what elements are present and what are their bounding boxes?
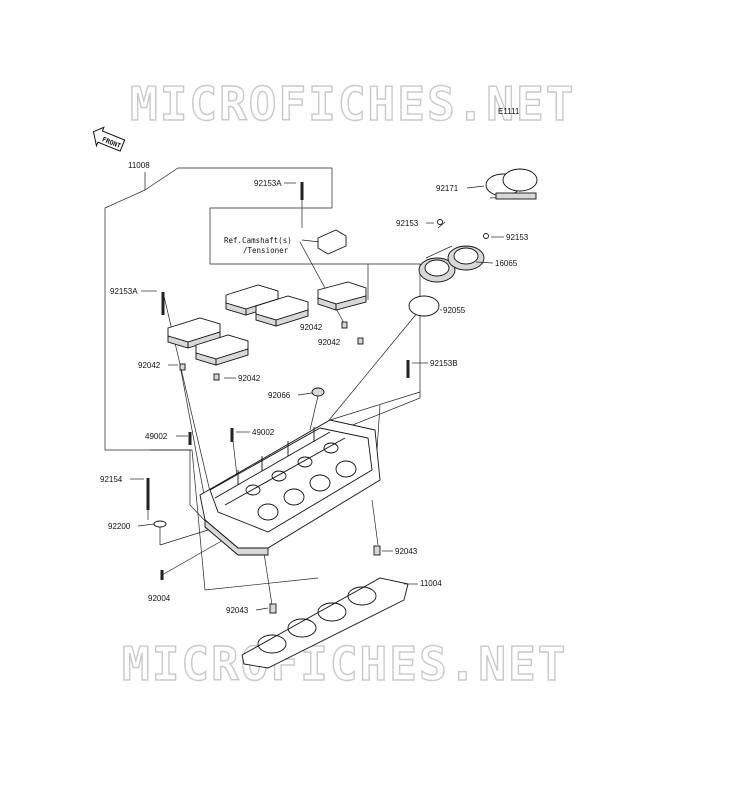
part-label: 92042 [300,323,323,332]
part-label: 92043 [226,606,249,615]
part-label: 11004 [420,579,442,588]
part-label: 92043 [395,547,418,556]
part-labels: 11008 92153A 92171 92153 92153 16065 921… [100,161,529,615]
label-ticks [130,182,504,611]
part-label: 92055 [443,306,466,315]
diagram-code: E1111 [498,107,520,116]
part-label: 92153 [396,219,419,228]
part-label: 49002 [252,428,275,437]
part-label: 92004 [148,594,171,603]
part-label: 92153A [254,179,282,188]
head-gasket [241,577,409,669]
front-arrow-icon: FRONT [92,126,126,152]
part-label: 92171 [436,184,459,193]
part-label: 92153A [110,287,138,296]
tensioner-bracket [317,229,347,255]
ref-note-line2: /Tensioner [243,246,289,255]
part-label: 92042 [138,361,161,370]
part-label: 92066 [268,391,291,400]
part-label: 92153B [430,359,458,368]
part-label: 92042 [238,374,261,383]
part-label: 92153 [506,233,529,242]
bolts [146,182,489,614]
ref-note: Ref.Camshaft(s) /Tensioner [224,236,292,255]
ref-note-line1: Ref.Camshaft(s) [224,236,292,245]
throttle-boots [408,168,538,317]
part-label: 92154 [100,475,123,484]
cylinder-head [199,419,381,556]
camshaft-caps [167,281,367,366]
part-label: 16065 [495,259,518,268]
part-label: 92042 [318,338,341,347]
part-label: 92200 [108,522,131,531]
watermark-top: MICROFICHES.NET [130,77,575,131]
part-label: 49002 [145,432,168,441]
part-label: 11008 [128,161,150,170]
watermark-bottom: MICROFICHES.NET [122,637,567,691]
